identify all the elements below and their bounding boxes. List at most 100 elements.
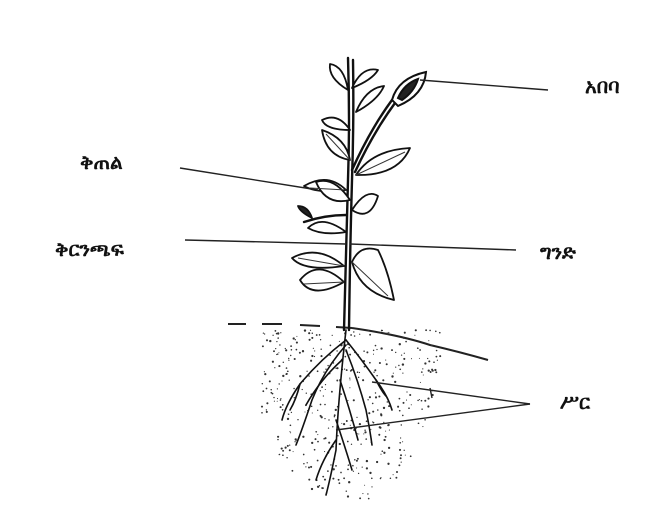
soil-dot — [436, 350, 438, 352]
soil-dot — [353, 331, 354, 332]
soil-dot — [428, 340, 429, 341]
soil-dot — [314, 356, 315, 357]
soil-dot — [337, 435, 338, 436]
soil-dot — [270, 389, 271, 390]
soil-dot — [279, 383, 280, 384]
leaf — [352, 69, 378, 88]
soil-dot — [296, 342, 298, 344]
soil-dot — [276, 341, 277, 342]
soil-dot — [272, 335, 273, 336]
soil-dot — [310, 330, 311, 331]
soil-dot — [274, 367, 275, 368]
soil-dot — [377, 409, 379, 411]
soil-dot — [273, 397, 274, 398]
soil-dot — [289, 380, 290, 381]
soil-dot — [379, 362, 381, 364]
soil-dot — [402, 373, 403, 374]
soil-dot — [311, 355, 313, 357]
soil-dot — [349, 387, 350, 388]
soil-dot — [385, 360, 386, 361]
soil-dot — [316, 334, 318, 336]
soil-dot — [344, 356, 346, 358]
soil-dot — [389, 430, 390, 431]
soil-dot — [395, 477, 397, 479]
soil-dot — [280, 399, 281, 400]
soil-dot — [411, 404, 412, 405]
soil-dot — [421, 371, 423, 373]
flower-pointer — [420, 80, 548, 90]
soil-dot — [340, 472, 342, 474]
soil-dot — [325, 368, 326, 369]
soil-dot — [356, 460, 358, 462]
soil-dot — [356, 467, 357, 468]
soil-dot — [354, 335, 356, 337]
roots — [282, 330, 392, 495]
soil-dot — [427, 405, 429, 407]
soil-dot — [371, 486, 372, 487]
soil-dot — [362, 467, 363, 468]
soil-dot — [383, 439, 385, 441]
soil-dot — [294, 441, 295, 442]
soil-dot — [322, 476, 324, 478]
soil-dot — [383, 407, 385, 409]
soil-dot — [356, 417, 357, 418]
soil-dot — [388, 447, 390, 449]
soil-dot — [317, 370, 319, 372]
soil-dot — [380, 454, 381, 455]
soil-dot — [408, 407, 410, 409]
soil-dot — [329, 355, 331, 357]
soil-dot — [387, 401, 388, 402]
soil-dot — [340, 393, 342, 395]
soil-dot — [347, 495, 349, 497]
soil-dot — [403, 402, 405, 404]
soil-dot — [367, 399, 368, 400]
soil-dot — [344, 368, 345, 369]
soil-dot — [435, 371, 437, 373]
soil-dot — [436, 356, 438, 358]
soil-dot — [350, 425, 351, 426]
soil-dot — [336, 350, 337, 351]
soil-dot — [323, 371, 324, 372]
soil-dot — [263, 332, 264, 333]
soil-dot — [428, 369, 430, 371]
soil-dot — [364, 430, 365, 431]
soil-dot — [308, 375, 309, 376]
soil-dot — [421, 400, 423, 402]
soil-dot — [401, 354, 402, 355]
soil-dot — [431, 344, 433, 346]
soil-dot — [374, 369, 376, 371]
soil-dot — [359, 334, 360, 335]
soil-dot — [264, 371, 265, 372]
soil-dot — [325, 384, 326, 385]
soil-dot — [386, 332, 388, 334]
soil-dot — [288, 360, 289, 361]
soil-dot — [277, 401, 278, 402]
soil-dot — [327, 470, 329, 472]
soil-dot — [274, 401, 275, 402]
soil-dot — [287, 418, 289, 420]
soil-dot — [385, 436, 387, 438]
soil-dot — [277, 439, 278, 440]
soil-dot — [317, 434, 318, 435]
soil-dot — [395, 367, 396, 368]
soil-dot — [358, 433, 359, 434]
soil-dot — [275, 330, 277, 332]
soil-dot — [306, 371, 307, 372]
soil-dot — [391, 349, 393, 351]
soil-dot — [402, 441, 403, 442]
soil-dot — [363, 433, 364, 434]
soil-dot — [281, 380, 282, 381]
soil-dot — [272, 393, 274, 395]
soil-dot — [315, 438, 317, 440]
soil-dot — [352, 465, 354, 467]
soil-dot — [350, 370, 352, 372]
soil-dot — [314, 350, 315, 351]
soil-dot — [302, 436, 304, 438]
soil-dot — [313, 348, 314, 349]
soil-dot — [404, 353, 405, 354]
soil-dot — [353, 399, 355, 401]
soil-dot — [362, 379, 364, 381]
soil-dot — [399, 449, 401, 451]
soil-dot — [429, 330, 431, 332]
label-root: ሥር — [560, 390, 590, 414]
